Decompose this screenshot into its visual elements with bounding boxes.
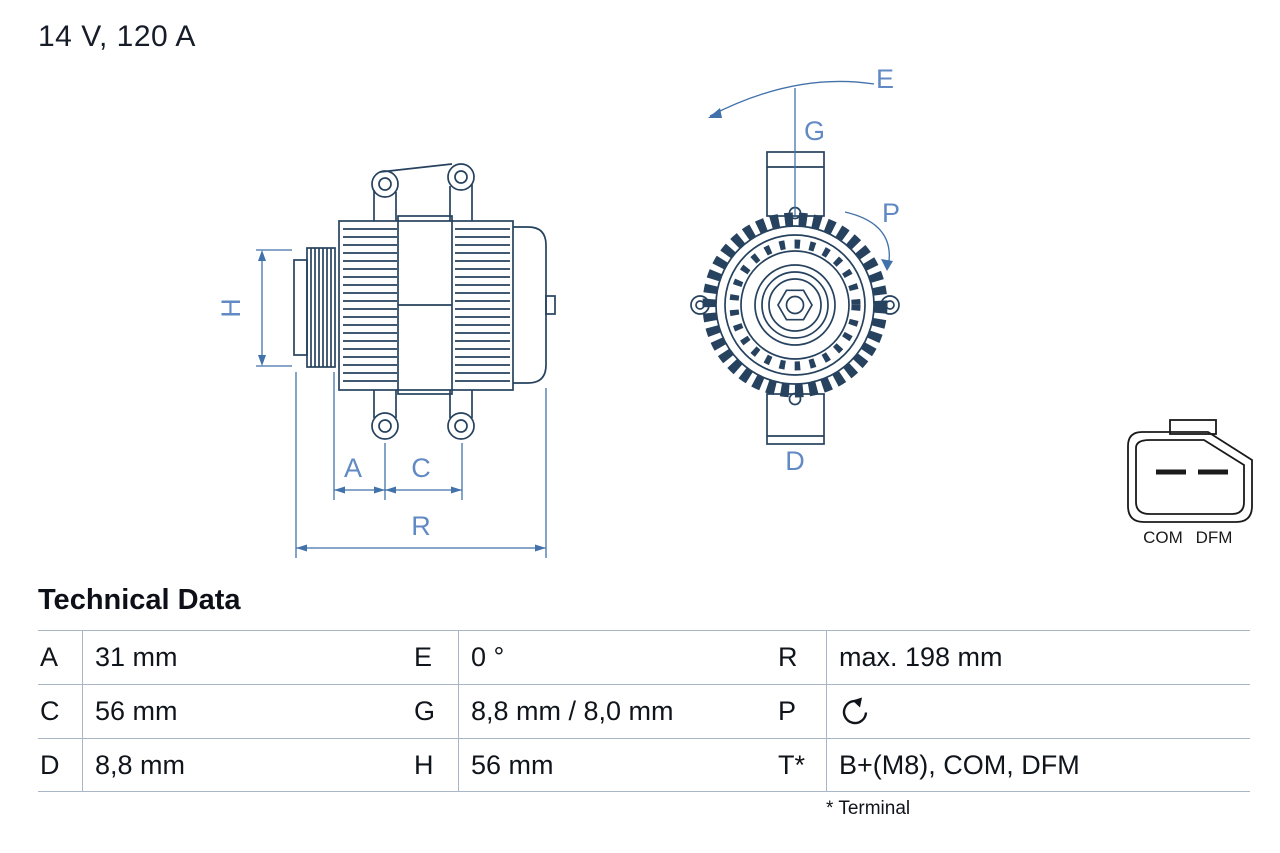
spec-value: B+(M8), COM, DFM: [826, 739, 1250, 791]
technical-data-section: Technical Data A 31 mm E 0 ° R max. 198 …: [38, 584, 1250, 820]
dimension-label-p: P: [882, 198, 900, 228]
spec-key: R: [778, 642, 798, 672]
spec-key: G: [414, 696, 436, 726]
alternator-side-view: [293, 163, 556, 440]
cooling-fins-right: [455, 228, 510, 382]
dimension-label-c: C: [411, 453, 431, 483]
connector-pin-label-dfm: DFM: [1196, 528, 1233, 547]
spec-value: 56 mm: [458, 739, 776, 791]
connector-diagram: [1127, 419, 1253, 523]
spec-key: E: [414, 642, 433, 672]
spec-value: 0 °: [458, 631, 776, 684]
table-row: D 8,8 mm H 56 mm T* B+(M8), COM, DFM: [38, 738, 1250, 792]
shaft-nut-hexagon: [777, 289, 813, 321]
spec-key: H: [414, 749, 434, 780]
side-view-dimension-lines: [256, 249, 547, 558]
spec-key: A: [40, 642, 59, 672]
front-view-dimension-arrows: [708, 108, 893, 271]
dimension-label-e: E: [876, 64, 894, 94]
spec-key: P: [778, 696, 797, 726]
pulley-grooves: [310, 248, 332, 367]
connector-pin-label-com: COM: [1143, 528, 1183, 547]
connector-latch-tab: [1169, 419, 1217, 435]
alternator-front-view: [690, 151, 900, 445]
spec-key: D: [40, 749, 60, 780]
dimension-label-d: D: [785, 446, 805, 476]
dimension-label-h: H: [216, 298, 246, 318]
spec-value: max. 198 mm: [826, 631, 1250, 684]
dimension-label-r: R: [411, 511, 431, 541]
cooling-fins-left: [343, 228, 397, 382]
side-view-dimension-arrows: [258, 250, 546, 552]
dimension-label-g: G: [804, 116, 825, 146]
spec-value: 8,8 mm / 8,0 mm: [458, 685, 776, 738]
terminal-footnote: * Terminal: [826, 798, 911, 819]
spec-value-rotation: [826, 685, 1250, 738]
dimension-label-a: A: [344, 453, 362, 483]
spec-key: T*: [778, 749, 805, 780]
table-row: A 31 mm E 0 ° R max. 198 mm: [38, 630, 1250, 684]
front-view-dimension-lines: [709, 80, 890, 269]
table-row: C 56 mm G 8,8 mm / 8,0 mm P: [38, 684, 1250, 738]
spec-value: 8,8 mm: [82, 739, 412, 791]
page-title: 14 V, 120 A: [38, 20, 196, 53]
technical-drawing: H A C R E G P D: [216, 64, 1253, 558]
technical-data-heading: Technical Data: [38, 584, 241, 616]
spec-key: C: [40, 696, 60, 726]
spec-value: 31 mm: [82, 631, 412, 684]
spec-value: 56 mm: [82, 685, 412, 738]
rotation-direction-icon: [842, 697, 868, 724]
